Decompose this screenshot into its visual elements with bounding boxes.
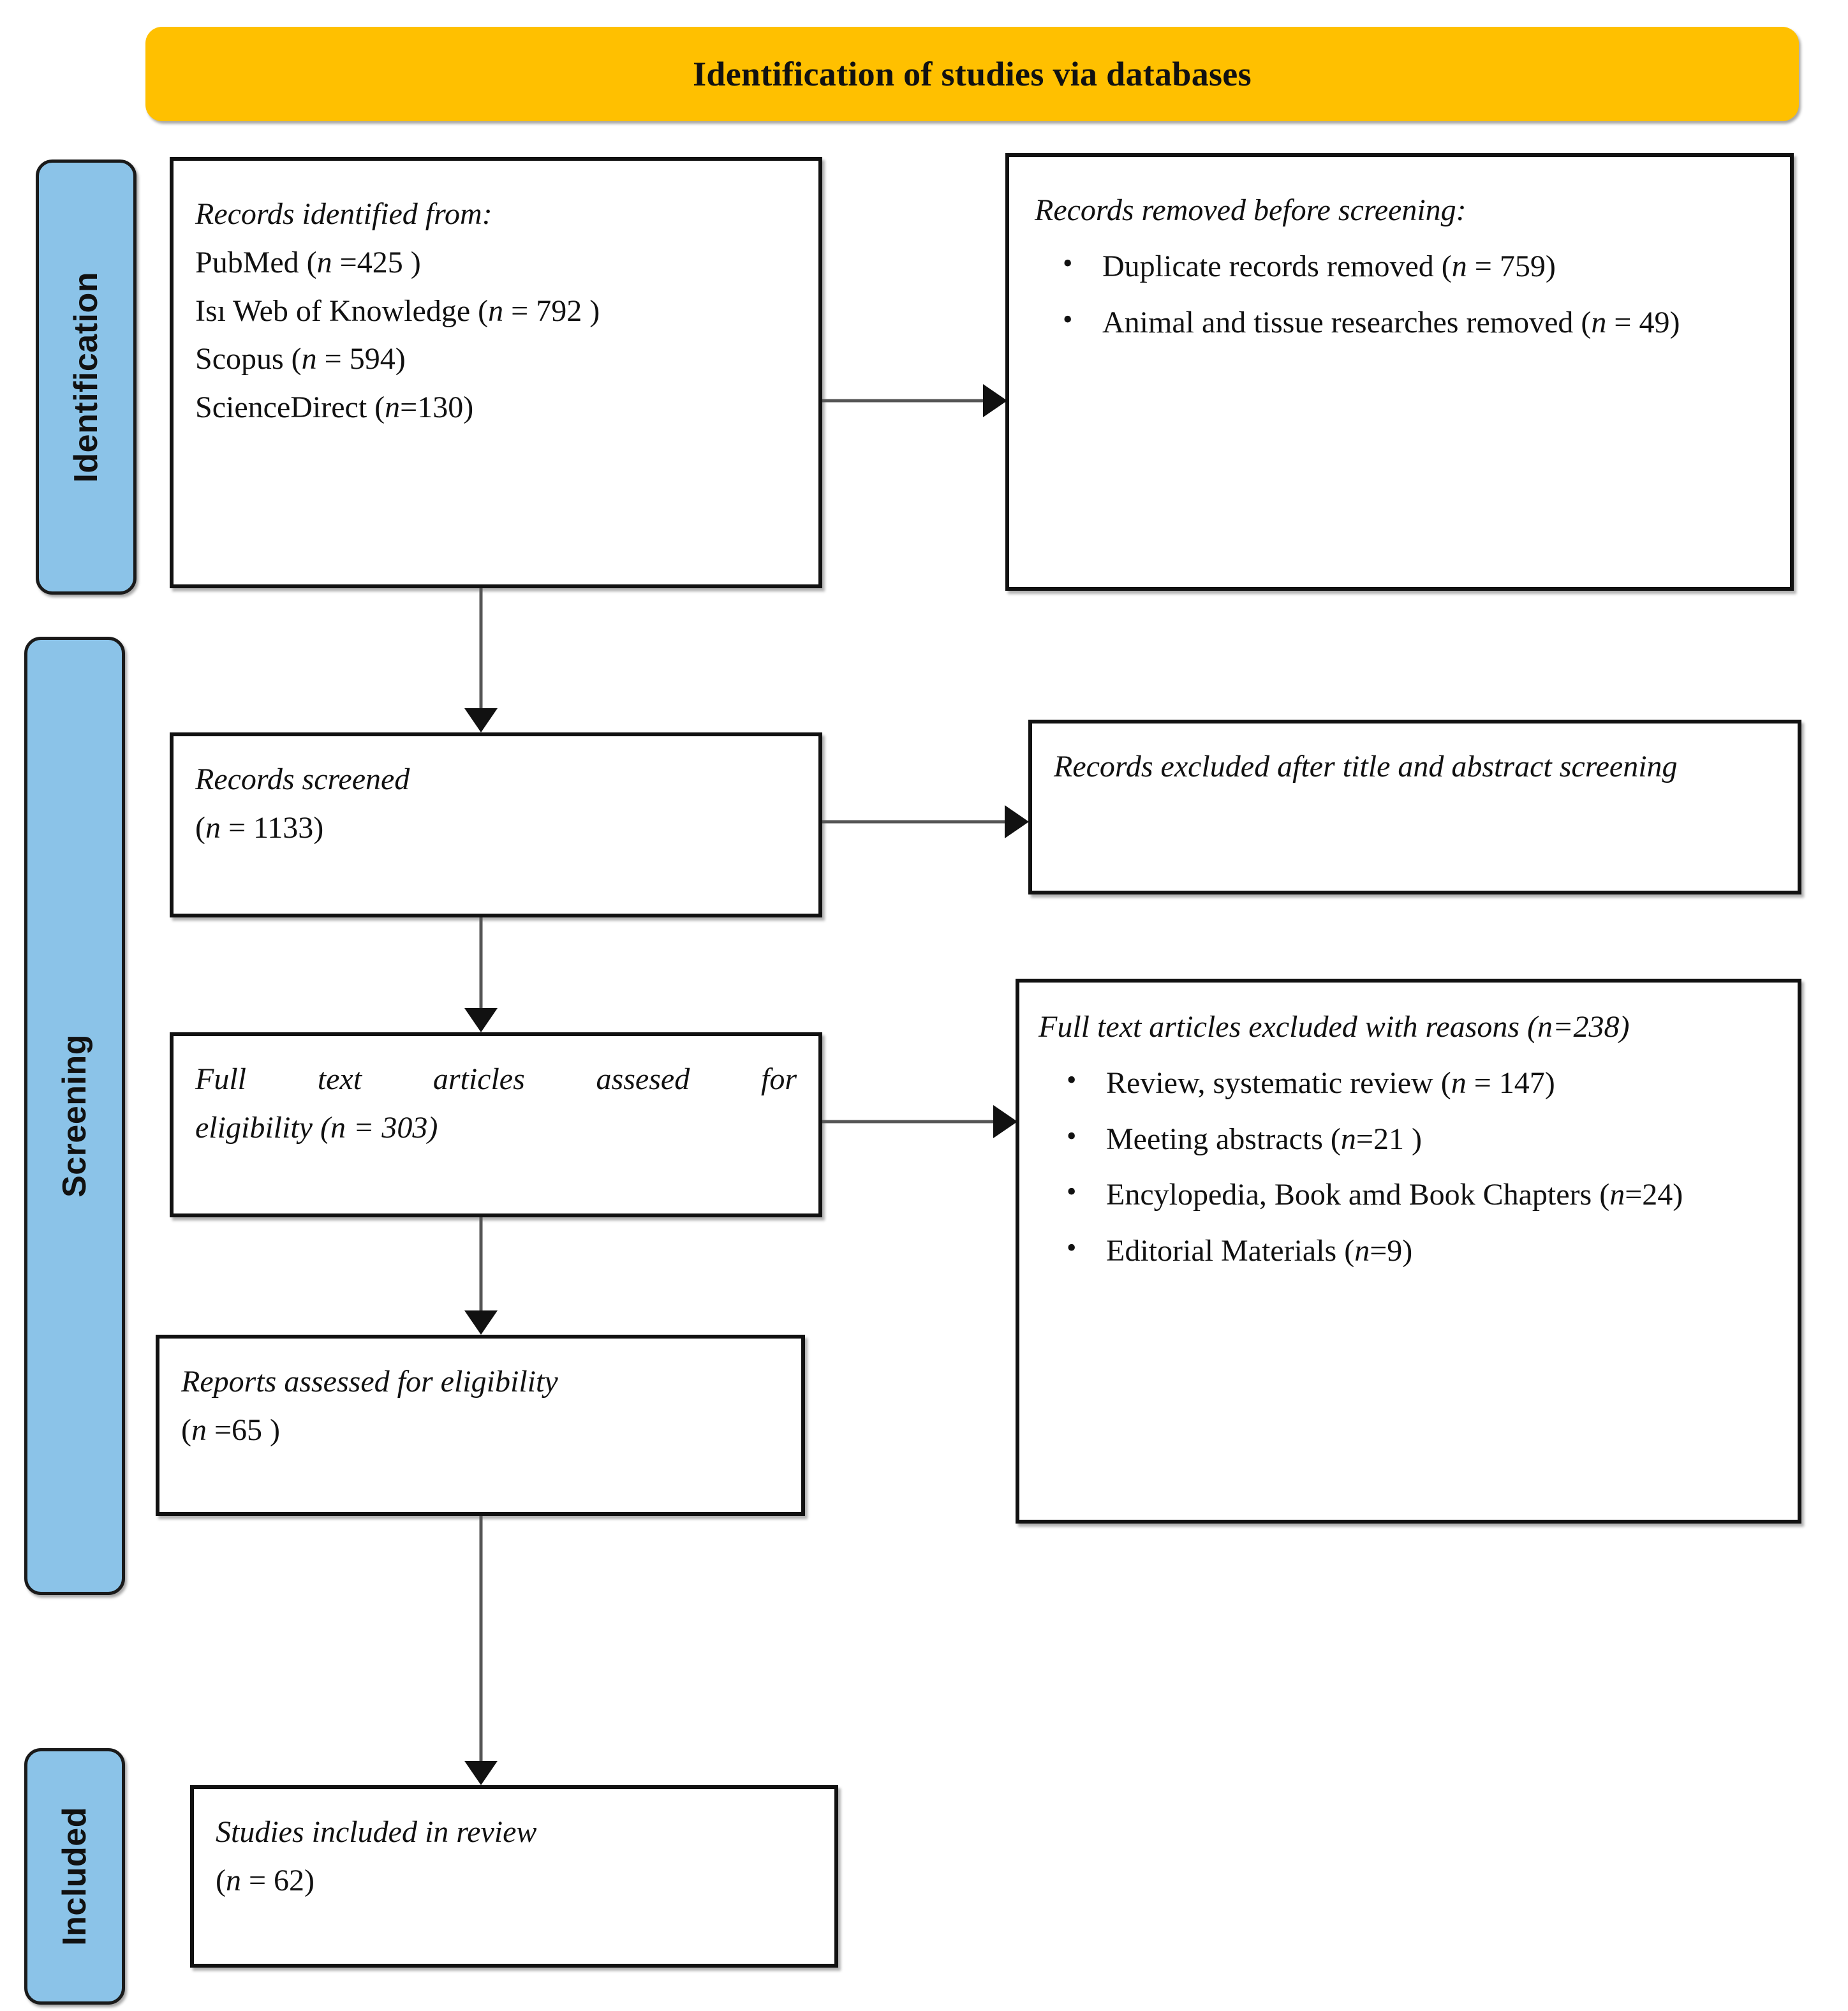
arrow-right-icon [822, 383, 1007, 419]
arrow-down-icon [463, 588, 499, 732]
records-identified-source: Scopus (n = 594) [195, 342, 406, 376]
records-identified-heading: Records identified from: [195, 197, 492, 231]
arrow-shaft [822, 820, 1007, 824]
records-identified-source: PubMed (n =425 ) [195, 245, 421, 279]
arrow-head [464, 1008, 498, 1032]
arrow-shaft [822, 399, 986, 403]
box-studies-included: Studies included in review (n = 62) [190, 1785, 838, 1968]
list-item: Meeting abstracts (n=21 ) [1067, 1114, 1778, 1164]
arrow-head [1005, 805, 1029, 838]
box-records-screened: Records screened (n = 1133) [170, 732, 822, 917]
list-item: Animal and tissue researches removed (n … [1063, 297, 1764, 347]
records-removed-list: Duplicate records removed (n = 759) Anim… [1035, 241, 1764, 347]
arrow-shaft [479, 588, 483, 711]
diagram-banner: Identification of studies via databases [145, 27, 1799, 121]
box-full-text-assessed: Full text articles assesed for eligibili… [170, 1032, 822, 1217]
arrow-shaft [822, 1120, 996, 1124]
arrow-head [993, 1105, 1017, 1138]
box-records-excluded: Records excluded after title and abstrac… [1028, 720, 1801, 894]
box-full-text-excluded: Full text articles excluded with reasons… [1016, 979, 1801, 1524]
studies-included-count: (n = 62) [216, 1863, 315, 1897]
reports-assessed-count: (n =65 ) [181, 1413, 281, 1447]
list-item: Editorial Materials (n=9) [1067, 1226, 1778, 1275]
arrow-down-icon [463, 1217, 499, 1335]
arrow-head [464, 1761, 498, 1785]
full-text-assessed-count: eligibility (n = 303) [195, 1110, 438, 1145]
stage-tab-included: Included [24, 1748, 125, 2005]
reports-assessed-heading: Reports assessed for eligibility [181, 1365, 558, 1399]
full-text-excluded-list: Review, systematic review (n = 147) Meet… [1039, 1058, 1778, 1275]
arrow-down-icon [463, 917, 499, 1032]
stage-tab-included-label: Included [56, 1807, 93, 1946]
stage-tab-identification: Identification [36, 160, 137, 595]
records-identified-source: Isı Web of Knowledge (n = 792 ) [195, 293, 600, 328]
records-removed-heading: Records removed before screening: [1035, 193, 1467, 227]
arrow-shaft [479, 1516, 483, 1763]
list-item: Encylopedia, Book amd Book Chapters (n=2… [1067, 1169, 1778, 1219]
stage-tab-identification-label: Identification [68, 271, 105, 483]
list-item: Review, systematic review (n = 147) [1067, 1058, 1778, 1108]
records-identified-source: ScienceDirect (n=130) [195, 390, 474, 425]
studies-included-heading: Studies included in review [216, 1815, 537, 1849]
arrow-shaft [479, 917, 483, 1011]
records-screened-count: (n = 1133) [195, 810, 324, 845]
arrow-head [464, 1310, 498, 1335]
records-excluded-text: Records excluded after title and abstrac… [1054, 750, 1678, 783]
arrow-right-icon [822, 1104, 1017, 1139]
box-records-identified: Records identified from: PubMed (n =425 … [170, 157, 822, 588]
full-text-assessed-heading: Full text articles assesed for [195, 1062, 797, 1096]
arrow-head [983, 384, 1007, 417]
box-reports-assessed: Reports assessed for eligibility (n =65 … [156, 1335, 805, 1516]
arrow-down-icon [463, 1516, 499, 1785]
list-item: Duplicate records removed (n = 759) [1063, 241, 1764, 291]
full-text-excluded-heading: Full text articles excluded with reasons… [1039, 1010, 1630, 1044]
stage-tab-screening-label: Screening [56, 1034, 93, 1198]
box-records-removed: Records removed before screening: Duplic… [1005, 153, 1794, 591]
stage-tab-screening: Screening [24, 637, 125, 1595]
banner-title: Identification of studies via databases [693, 55, 1252, 93]
arrow-shaft [479, 1217, 483, 1313]
arrow-head [464, 708, 498, 732]
records-screened-heading: Records screened [195, 762, 410, 796]
arrow-right-icon [822, 804, 1029, 840]
